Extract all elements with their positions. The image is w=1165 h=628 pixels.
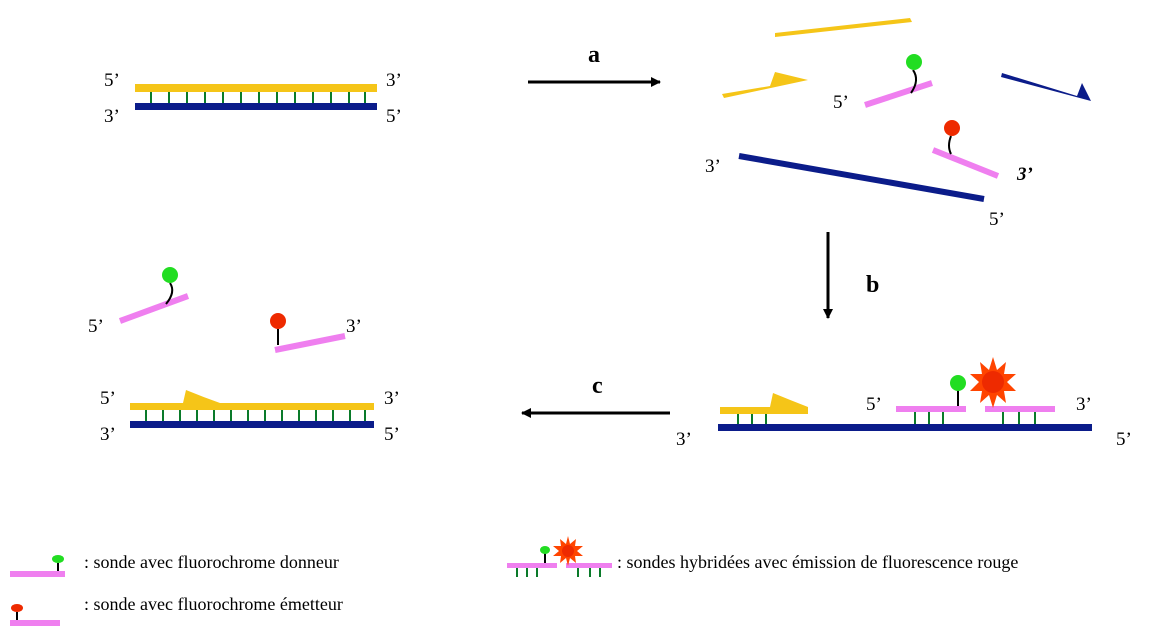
donor-fluorophore [950, 375, 966, 391]
label-5prime: 5’ [386, 106, 402, 127]
base-pair-bonds [145, 410, 366, 421]
label-3prime: 3’ [1076, 394, 1092, 415]
label-5prime: 5’ [384, 424, 400, 445]
primer-strand [130, 390, 374, 410]
legend-emitter-probe-icon [10, 604, 60, 626]
step-arrow-b: b [823, 232, 879, 319]
label-5prime: 5’ [833, 92, 849, 113]
label-5prime: 5’ [1116, 429, 1132, 450]
emitter-probe [270, 313, 346, 353]
label-5prime: 5’ [104, 70, 120, 91]
step-arrow-c: c [521, 373, 670, 418]
template-strand [130, 421, 374, 428]
emitter-probe [931, 120, 1000, 179]
legend-donor-probe-icon [10, 555, 65, 577]
label-3prime: 3’ [386, 70, 402, 91]
label-5prime: 5’ [866, 394, 882, 415]
primer-strand [135, 84, 377, 92]
label-3prime: 3’ [100, 424, 116, 445]
template-strand-fragment [1001, 73, 1091, 101]
fluorescence-emission-icon [970, 357, 1016, 408]
label-3prime: 3’ [384, 388, 400, 409]
panel-denatured: 5’ 3’ 3’ 5’ [705, 18, 1091, 230]
primer-extension [720, 393, 808, 414]
label-3prime: 3’ [676, 429, 692, 450]
legend-emitter-text: : sonde avec fluorochrome émetteur [84, 594, 343, 614]
template-strand [738, 153, 985, 202]
step-label-a: a [588, 42, 600, 68]
panel-annealing: 5’ 3’ 3’ 5’ [676, 357, 1132, 450]
emitter-fluorophore [982, 371, 1004, 393]
legend: : sonde avec fluorochrome donneur : sond… [10, 536, 1018, 626]
legend-donor-text: : sonde avec fluorochrome donneur [84, 552, 339, 572]
step-arrow-a: a [528, 42, 661, 87]
base-pair-bonds [150, 92, 366, 103]
emitter-probe [985, 406, 1055, 412]
base-pair-bonds [737, 412, 1036, 424]
label-3prime: 3’ [705, 156, 721, 177]
donor-fluorophore [906, 54, 922, 70]
donor-probe [864, 54, 933, 108]
template-strand [718, 424, 1092, 431]
primer-strand-fragment [722, 72, 808, 98]
legend-hybridized-probes-icon [507, 536, 612, 577]
label-5prime: 5’ [989, 209, 1005, 230]
primer-strand-fragment [775, 18, 912, 37]
panel-double-strand: 5’ 3’ 3’ 5’ [104, 70, 402, 127]
template-strand [135, 103, 377, 110]
label-5prime: 5’ [88, 316, 104, 337]
label-5prime: 5’ [100, 388, 116, 409]
emitter-fluorophore [270, 313, 286, 329]
step-label-b: b [866, 272, 879, 298]
emitter-fluorophore [944, 120, 960, 136]
label-3prime: 3’ [104, 106, 120, 127]
panel-extension: 5’ 3’ 5’ 3’ 3’ 5’ [88, 267, 400, 445]
donor-probe [896, 406, 966, 412]
label-3prime: 3’ [346, 316, 362, 337]
label-3prime: 3’ [1016, 164, 1033, 185]
donor-probe [118, 267, 190, 324]
legend-hybridized-text: : sondes hybridées avec émission de fluo… [617, 552, 1018, 572]
step-label-c: c [592, 373, 603, 399]
donor-fluorophore [162, 267, 178, 283]
